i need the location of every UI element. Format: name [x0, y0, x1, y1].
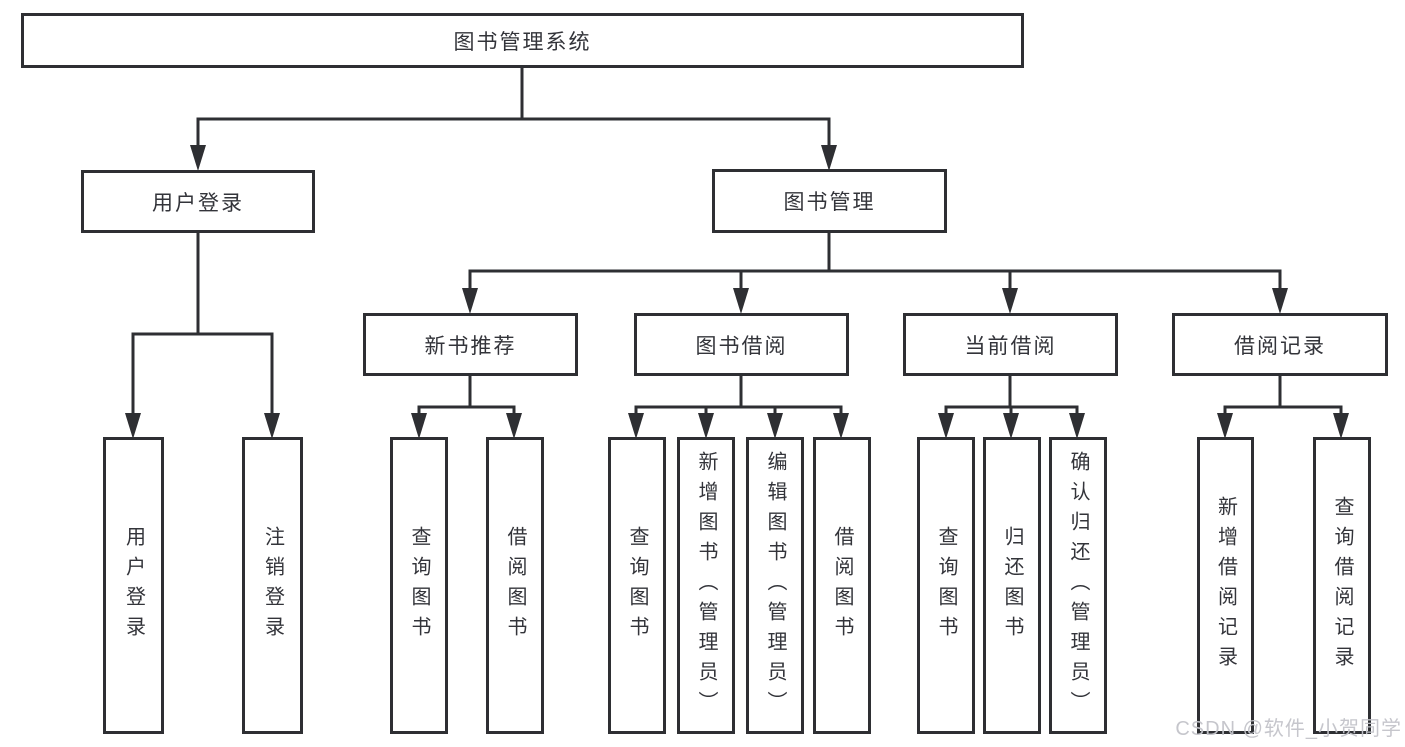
leaf-confirm-return-admin: 确认归还（管理员）	[1049, 437, 1107, 734]
arrowheads	[125, 145, 1349, 439]
leaf-label: 查询图书	[626, 525, 648, 646]
leaf-label: 确认归还（管理员）	[1067, 450, 1089, 721]
leaf-label: 查询图书	[408, 525, 430, 646]
leaf-label: 借阅图书	[831, 525, 853, 646]
node-borrowing-records: 借阅记录	[1172, 313, 1388, 376]
node-new-book-recommend: 新书推荐	[363, 313, 578, 376]
node-current-borrowing: 当前借阅	[903, 313, 1118, 376]
node-root: 图书管理系统	[21, 13, 1024, 68]
leaf-return-books: 归还图书	[983, 437, 1041, 734]
leaf-add-books-admin: 新增图书（管理员）	[677, 437, 735, 734]
leaf-label: 新增图书（管理员）	[695, 450, 717, 721]
leaf-borrow-books-2: 借阅图书	[813, 437, 871, 734]
leaf-query-borrow-record: 查询借阅记录	[1313, 437, 1371, 734]
csdn-watermark: CSDN @软件_小贺同学	[1175, 718, 1402, 740]
leaf-label: 用户登录	[122, 525, 145, 646]
node-user-login: 用户登录	[81, 170, 315, 233]
leaf-query-books-2: 查询图书	[608, 437, 666, 734]
leaf-edit-books-admin: 编辑图书（管理员）	[746, 437, 804, 734]
leaf-label: 借阅图书	[504, 525, 526, 646]
leaf-borrow-books-1: 借阅图书	[486, 437, 544, 734]
leaf-label: 归还图书	[1001, 525, 1023, 646]
leaf-query-books-3: 查询图书	[917, 437, 975, 734]
leaf-add-borrow-record: 新增借阅记录	[1197, 437, 1254, 734]
leaf-query-books-1: 查询图书	[390, 437, 448, 734]
leaf-label: 查询借阅记录	[1331, 495, 1353, 676]
node-book-management: 图书管理	[712, 169, 947, 233]
leaf-label: 查询图书	[935, 525, 957, 646]
leaf-label: 新增借阅记录	[1214, 495, 1237, 676]
connector-strokes	[131, 68, 1343, 415]
leaf-user-login: 用户登录	[103, 437, 164, 734]
leaf-logout: 注销登录	[242, 437, 303, 734]
leaf-label: 编辑图书（管理员）	[764, 450, 786, 721]
node-book-borrowing: 图书借阅	[634, 313, 849, 376]
leaf-label: 注销登录	[261, 525, 284, 646]
